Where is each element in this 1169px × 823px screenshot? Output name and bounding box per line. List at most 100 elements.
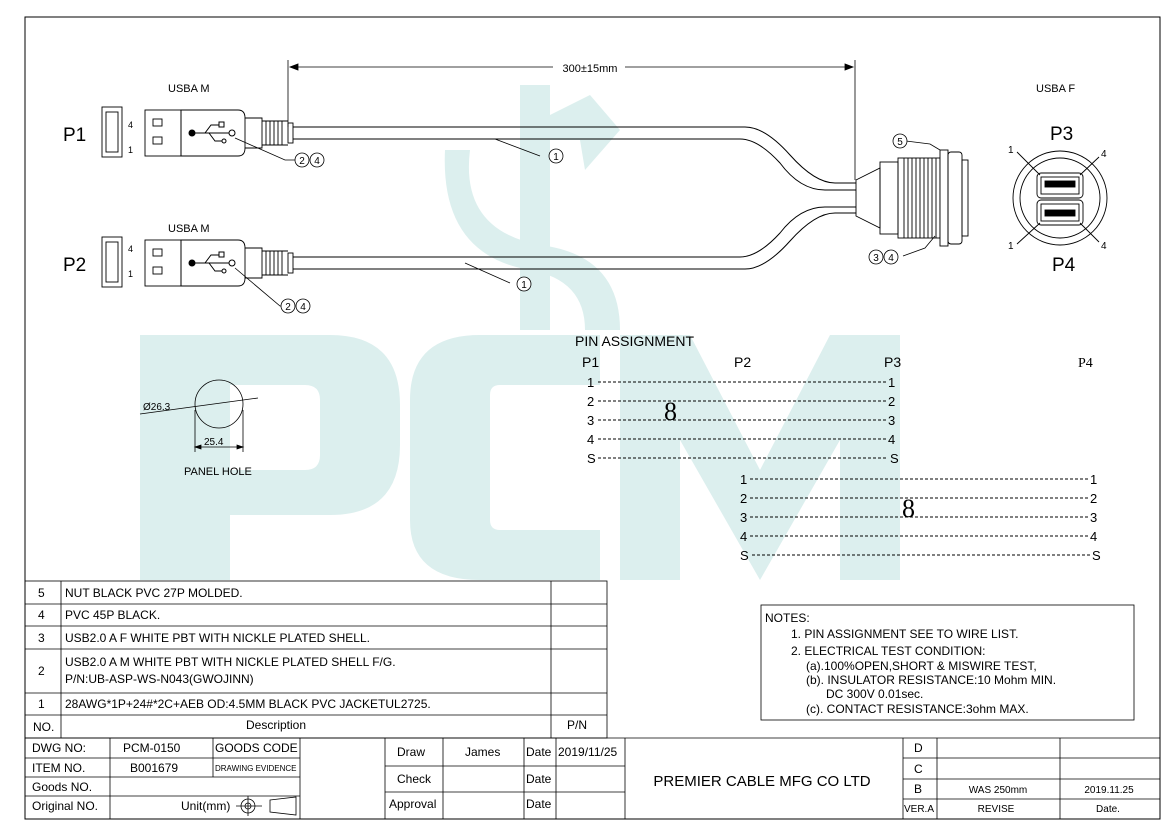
p2-pin-s: S xyxy=(740,548,749,563)
p2-pin-2: 2 xyxy=(740,491,747,506)
date-label: Date xyxy=(526,797,552,811)
p4-pin-1: 1 xyxy=(1090,472,1097,487)
revise-label: REVISE xyxy=(978,804,1015,815)
callout-2: 2 xyxy=(285,302,291,313)
pin-4-label: 4 xyxy=(1101,241,1107,252)
p1-pin-4: 4 xyxy=(587,432,594,447)
pin-header-p1: P1 xyxy=(582,354,599,370)
usba-m-label: USBA M xyxy=(168,83,210,95)
p1-pin-1: 1 xyxy=(587,375,594,390)
usba-f-label: USBA F xyxy=(1036,83,1075,95)
p2-usb-a-male xyxy=(101,236,294,288)
notes-line: (b). INSULATOR RESISTANCE:10 Mohm MIN. xyxy=(806,673,1056,687)
callout-bubbles xyxy=(280,133,908,314)
bom-no: 4 xyxy=(38,608,45,622)
p3-pin-3: 3 xyxy=(888,413,895,428)
bom-desc: USB2.0 A M WHITE PBT WITH NICKLE PLATED … xyxy=(65,655,396,669)
goods-code-label: GOODS CODE xyxy=(215,741,298,755)
title-block-grid xyxy=(25,737,1160,819)
panel-hole-label: PANEL HOLE xyxy=(184,466,252,478)
p4-pin-3: 3 xyxy=(1090,510,1097,525)
p1-label: P1 xyxy=(63,125,86,146)
pin-assignment-title: PIN ASSIGNMENT xyxy=(575,333,694,349)
twisted-pair-symbol: 8 xyxy=(664,397,677,426)
bom-desc: NUT BLACK PVC 27P MOLDED. xyxy=(65,586,243,600)
p2-pin-3: 3 xyxy=(740,510,747,525)
check-label: Check xyxy=(397,772,432,786)
version-label: VER.A xyxy=(904,804,934,815)
dwg-no-value: PCM-0150 xyxy=(123,741,181,755)
p3-pin-s: S xyxy=(890,451,899,466)
panel-diameter-label: Ø26.3 xyxy=(143,402,171,413)
bom-header-description: Description xyxy=(246,718,306,732)
original-no-label: Original NO. xyxy=(32,799,98,813)
goods-no-label: Goods NO. xyxy=(32,780,92,794)
p3-pin-2: 2 xyxy=(888,394,895,409)
callout-4: 4 xyxy=(314,156,320,167)
dwg-no-label: DWG NO: xyxy=(32,741,86,755)
draw-label: Draw xyxy=(397,745,425,759)
p3-pin-4: 4 xyxy=(888,432,895,447)
length-dimension xyxy=(287,60,856,180)
pin-header-p2: P2 xyxy=(734,354,751,370)
callout-3: 3 xyxy=(873,253,879,264)
notes-line: 2. ELECTRICAL TEST CONDITION: xyxy=(791,644,985,658)
projection-symbol-icon xyxy=(236,796,297,816)
p1-pin-2: 2 xyxy=(587,394,594,409)
rev-d: D xyxy=(914,741,923,755)
draw-date: 2019/11/25 xyxy=(558,745,617,759)
pin-1-label: 1 xyxy=(128,269,133,279)
date-column-label: Date. xyxy=(1096,804,1120,815)
p4-pin-2: 2 xyxy=(1090,491,1097,506)
rev-b-date: 2019.11.25 xyxy=(1084,785,1134,796)
company-name: PREMIER CABLE MFG CO LTD xyxy=(653,773,870,790)
p2-label: P2 xyxy=(63,255,86,276)
bom-desc: 28AWG*1P+24#*2C+AEB OD:4.5MM BLACK PVC J… xyxy=(65,697,431,711)
bom-header-no: NO. xyxy=(33,720,54,734)
rev-b: B xyxy=(914,782,922,796)
p3-p4-front-view xyxy=(1012,150,1108,246)
p4-pin-s: S xyxy=(1092,548,1101,563)
watermark-logo xyxy=(140,85,900,580)
usb-symbol-icon xyxy=(188,251,236,274)
callout-4: 4 xyxy=(300,302,306,313)
pin-4-label: 4 xyxy=(1101,149,1107,160)
callout-4: 4 xyxy=(888,253,894,264)
p4-pin-4: 4 xyxy=(1090,529,1097,544)
item-no-value: B001679 xyxy=(130,761,178,775)
panel-mount-receptacle xyxy=(855,149,969,247)
p3-label: P3 xyxy=(1050,124,1073,145)
p2-pin-1: 1 xyxy=(740,472,747,487)
p4-label: P4 xyxy=(1052,255,1076,276)
wire-list-lines xyxy=(598,381,1090,556)
pin-1-label: 1 xyxy=(128,145,133,155)
rev-c: C xyxy=(914,762,923,776)
notes-title: NOTES: xyxy=(765,611,810,625)
p1-usb-a-male xyxy=(101,106,294,158)
bom-desc-pn: P/N:UB-ASP-WS-N043(GWOJINN) xyxy=(65,672,254,686)
p3-pin-1: 1 xyxy=(888,375,895,390)
bom-no: 2 xyxy=(38,664,45,678)
panel-hole-drawing xyxy=(139,379,259,452)
drawing-border xyxy=(24,16,1161,820)
length-dimension-label: 300±15mm xyxy=(563,63,618,75)
date-label: Date xyxy=(526,745,552,759)
bom-header-pn: P/N xyxy=(567,718,587,732)
bom-desc: USB2.0 A F WHITE PBT WITH NICKLE PLATED … xyxy=(65,631,370,645)
bom-no: 3 xyxy=(38,631,45,645)
cable-assembly xyxy=(293,126,856,270)
notes-line: DC 300V 0.01sec. xyxy=(826,687,923,701)
rev-b-description: WAS 250mm xyxy=(969,785,1028,796)
notes-box xyxy=(760,604,1135,721)
p2-pin-4: 4 xyxy=(740,529,747,544)
bom-no: 1 xyxy=(38,697,45,711)
callout-1: 1 xyxy=(521,280,527,291)
twisted-pair-symbol: 8 xyxy=(902,494,915,523)
unit-label: Unit(mm) xyxy=(181,799,230,813)
pin-4-label: 4 xyxy=(128,120,133,130)
usb-symbol-icon xyxy=(188,121,236,144)
drawer-name: James xyxy=(465,745,500,759)
item-no-label: ITEM NO. xyxy=(32,761,85,775)
pin-1-label: 1 xyxy=(1008,241,1014,252)
